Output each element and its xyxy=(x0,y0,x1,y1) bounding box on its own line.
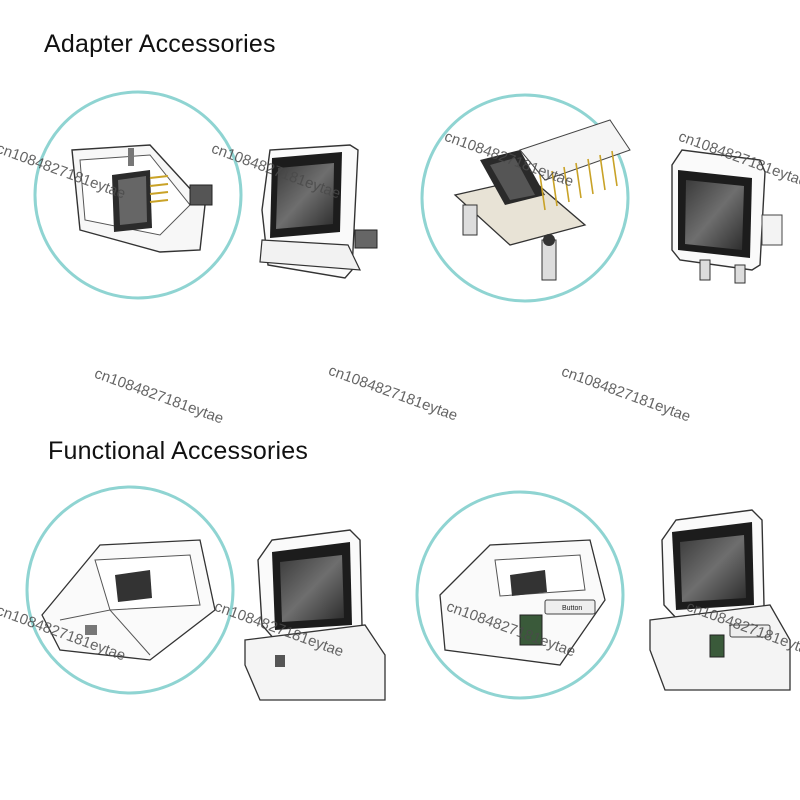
functional-zoom-circle-1 xyxy=(25,485,235,695)
adapter-accessories-title: Adapter Accessories xyxy=(44,30,276,58)
adapter-zoom-circle-2 xyxy=(420,93,631,303)
device-with-adapter-1 xyxy=(259,144,378,279)
device-on-dock-1 xyxy=(244,529,386,701)
functional-zoom-circle-2: Button xyxy=(415,490,625,700)
functional-accessories-title: Functional Accessories xyxy=(48,437,309,465)
dock-button-label: Button xyxy=(562,605,582,612)
adapter-zoom-circle-1 xyxy=(33,90,243,300)
device-with-adapter-2 xyxy=(671,149,783,284)
device-on-dock-2 xyxy=(649,509,791,691)
